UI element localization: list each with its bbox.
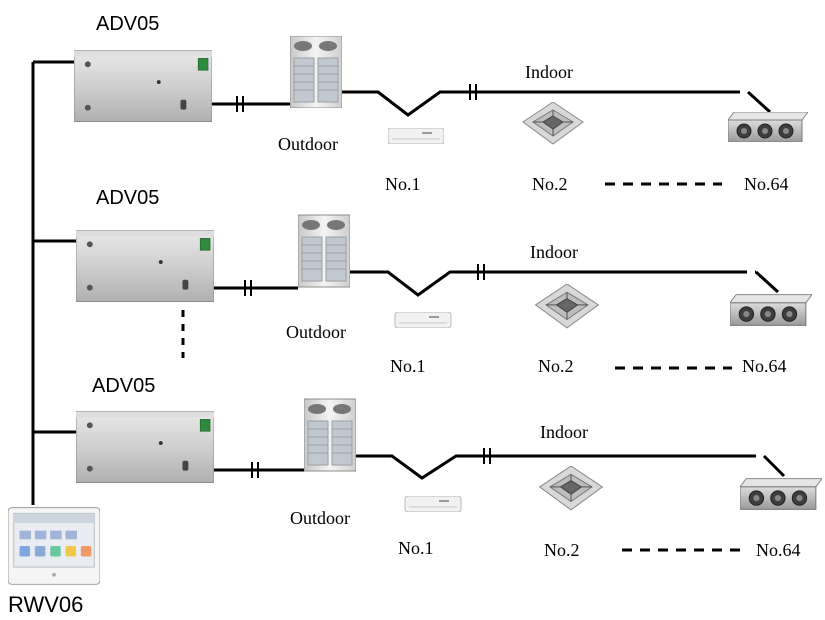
refrigerant-line <box>350 270 737 297</box>
gateway-device-icon <box>74 49 212 123</box>
outdoor-unit-icon <box>290 36 342 108</box>
controller-panel <box>8 507 100 585</box>
ceiling-cassette-unit-icon <box>539 466 603 511</box>
gateway-device-icon <box>76 229 214 303</box>
wall-mounted-indoor-unit-icon <box>388 128 444 144</box>
row-2: ADV05 Outdoor Indoor No.1 No.2 No.64 <box>76 187 812 376</box>
unit-3-label: No.64 <box>744 174 789 194</box>
unit-1-label: No.1 <box>390 356 426 376</box>
duct-unit-icon <box>728 112 808 142</box>
unit-2-label: No.2 <box>538 356 574 376</box>
duct-unit-icon <box>740 478 822 510</box>
gateway-device-icon <box>76 410 214 484</box>
duct-unit-icon <box>730 294 812 326</box>
row-1: ADV05 Outdoor Indoor No.1 No.2 No.64 <box>74 13 808 194</box>
touch-panel-controller-icon <box>8 507 100 585</box>
wall-mounted-indoor-unit-icon <box>394 312 452 328</box>
unit-1-label: No.1 <box>385 174 421 194</box>
ceiling-cassette-unit-icon <box>522 102 584 145</box>
gateway-label: ADV05 <box>96 13 159 35</box>
outdoor-label: Outdoor <box>278 134 338 154</box>
indoor-label: Indoor <box>525 62 573 82</box>
ceiling-cassette-unit-icon <box>535 284 599 329</box>
gateway-label: ADV05 <box>96 187 159 209</box>
refrigerant-line <box>356 454 746 480</box>
unit-3-label: No.64 <box>742 356 787 376</box>
outdoor-label: Outdoor <box>286 322 346 342</box>
wall-mounted-indoor-unit-icon <box>404 496 462 512</box>
unit-2-label: No.2 <box>532 174 568 194</box>
indoor-label: Indoor <box>530 242 578 262</box>
outdoor-unit-icon <box>304 398 356 472</box>
controller-label: RWV06 <box>8 592 83 615</box>
row-3: ADV05 Outdoor Indoor No.1 No.2 No.64 <box>76 375 822 560</box>
unit-1-label: No.1 <box>398 538 434 558</box>
unit-3-label: No.64 <box>756 540 801 560</box>
indoor-label: Indoor <box>540 422 588 442</box>
unit-2-label: No.2 <box>544 540 580 560</box>
outdoor-label: Outdoor <box>290 508 350 528</box>
refrigerant-line <box>342 90 730 117</box>
gateway-label: ADV05 <box>92 375 155 397</box>
outdoor-unit-icon <box>298 214 350 288</box>
